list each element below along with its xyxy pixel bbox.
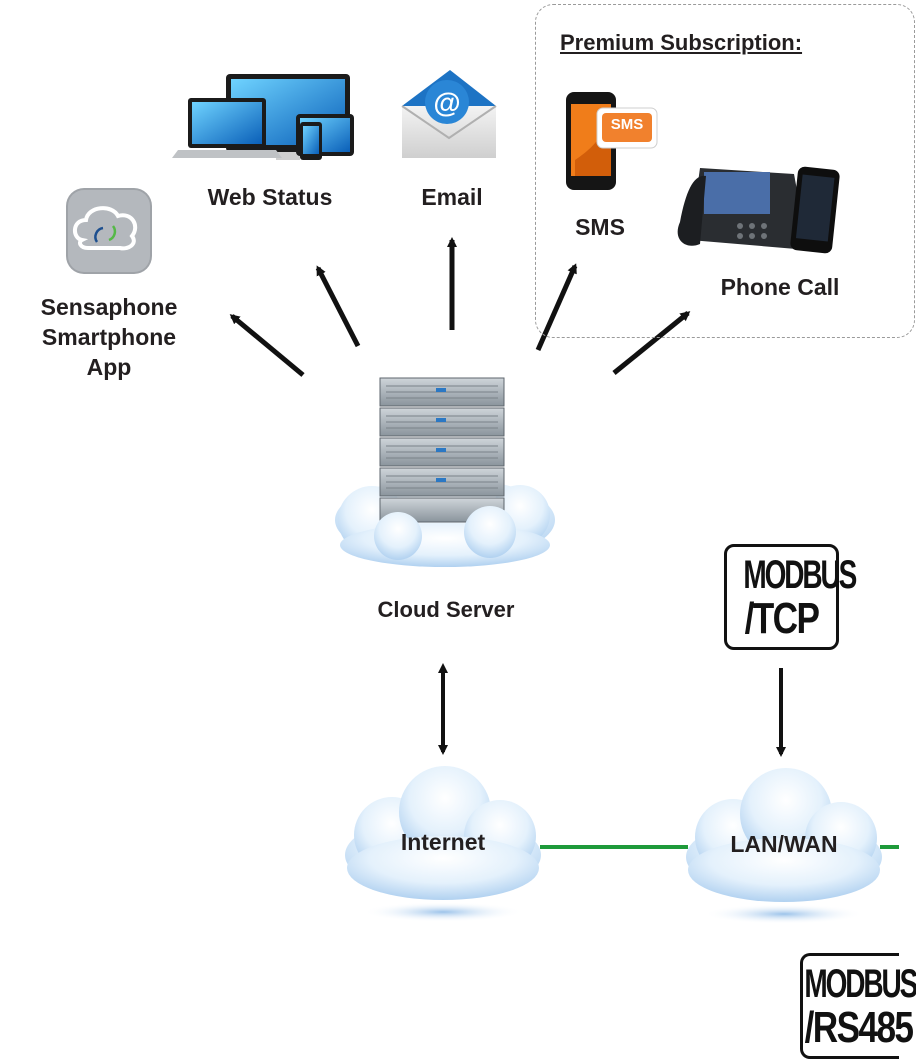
premium-subscription-box	[535, 4, 915, 338]
desk-phone-icon	[677, 166, 840, 254]
arrow-to-app	[229, 314, 305, 377]
devices-icon	[172, 74, 354, 160]
app-label-line: App	[86, 354, 132, 380]
modbus-tcp-badge: MODBUS /TCP	[724, 544, 857, 650]
app-label-line: Smartphone	[41, 324, 177, 350]
premium-subscription-title: Premium Subscription:	[560, 30, 803, 55]
modbus-rs485-line1: MODBUS	[804, 962, 916, 1006]
smartphone-sms-icon	[566, 92, 658, 190]
internet-label: Internet	[400, 829, 486, 855]
envelope-icon: @	[401, 70, 497, 158]
modbus-tcp-line2: /TCP	[744, 594, 820, 643]
phone-call-label: Phone Call	[720, 274, 840, 300]
modbus-tcp-line1: MODBUS	[743, 553, 857, 597]
lan-wan-cloud-icon	[686, 768, 882, 924]
modbus-rs485-badge: MODBUS /RS485	[800, 953, 916, 1059]
sms-label: SMS	[575, 214, 625, 240]
internet-cloud-icon	[345, 766, 541, 922]
svg-text:@: @	[433, 87, 460, 118]
cloud-sync-icon	[66, 188, 152, 274]
arrow-to-web	[315, 265, 361, 348]
arrow-to-phone	[612, 311, 691, 375]
app-label-line: Sensaphone	[40, 294, 178, 320]
modbus-rs485-line2: /RS485	[804, 1003, 914, 1052]
server-rack-icon	[335, 377, 555, 567]
app-label: Sensaphone Smartphone App	[0, 292, 218, 382]
email-label: Email	[421, 184, 483, 210]
sms-badge-text: SMS	[610, 116, 644, 133]
cloud-server-label: Cloud Server	[377, 597, 515, 622]
lan-wan-label: LAN/WAN	[730, 831, 838, 857]
web-status-label: Web Status	[207, 184, 333, 210]
